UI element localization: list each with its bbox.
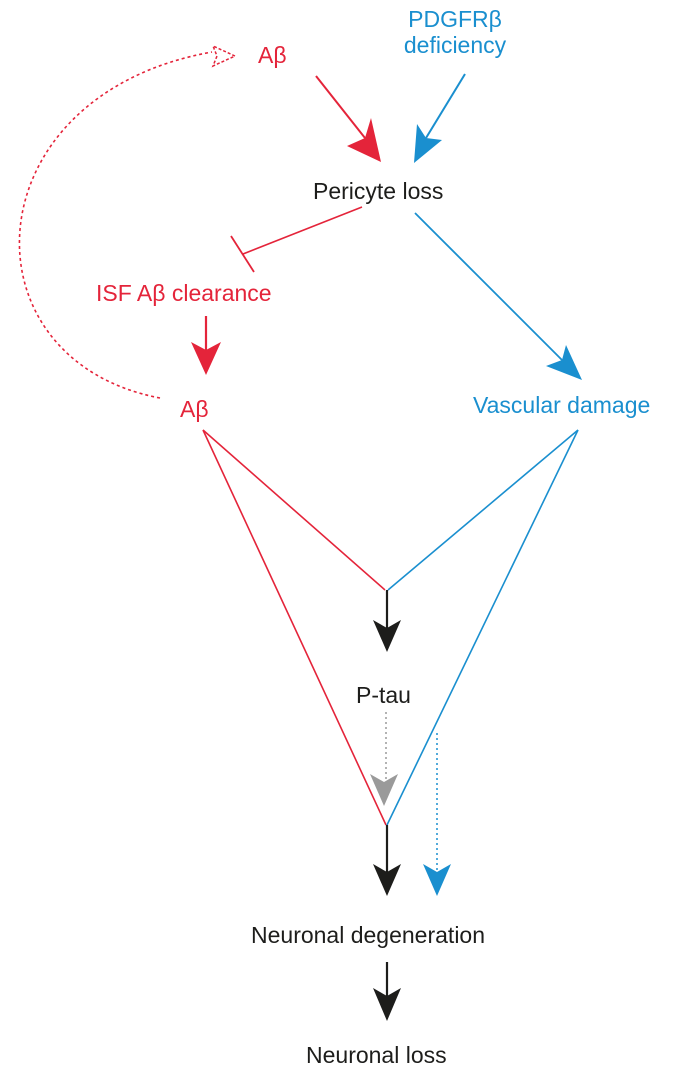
abeta-to-degeneration-line xyxy=(202,429,387,826)
vascular-to-ptau-line xyxy=(387,429,579,591)
pdgfrb-line2: deficiency xyxy=(403,32,507,58)
abeta-to-ptau-line xyxy=(202,429,386,591)
ptau-to-degeneration-arrowhead xyxy=(370,774,398,806)
abeta-to-pericyte-arrowhead xyxy=(347,118,381,162)
vascular-dotted-arrowhead xyxy=(423,864,451,896)
pdgfrb-to-pericyte-arrow xyxy=(425,73,466,139)
vascular-damage-label: Vascular damage xyxy=(473,392,651,418)
neuronal-degeneration-label: Neuronal degeneration xyxy=(251,922,486,948)
pericyte-to-vascular-arrow xyxy=(414,212,563,361)
vascular-to-degeneration-line xyxy=(386,429,579,826)
ptau-label: P-tau xyxy=(356,682,411,708)
clearance-to-abeta-arrowhead xyxy=(191,342,221,375)
inhibition-bar xyxy=(230,235,255,273)
degeneration-to-loss-arrowhead xyxy=(373,988,401,1021)
converge-to-degeneration-arrowhead xyxy=(373,864,401,896)
pericyte-inhibits-clearance-line xyxy=(242,206,363,255)
abeta-top-label: Aβ xyxy=(258,42,287,68)
converge-to-ptau-arrowhead xyxy=(373,620,401,652)
feedback-loop-arrow xyxy=(18,51,213,399)
pdgfrb-deficiency-label: PDGFRβ deficiency xyxy=(385,6,525,58)
feedback-loop-arrowhead xyxy=(211,44,237,68)
pdgfrb-line1: PDGFRβ xyxy=(408,6,502,32)
abeta-mid-label: Aβ xyxy=(180,396,209,422)
abeta-to-pericyte-arrow xyxy=(315,75,366,139)
pericyte-to-vascular-arrowhead xyxy=(546,345,582,380)
pdgfrb-to-pericyte-arrowhead xyxy=(414,124,442,163)
pericyte-loss-label: Pericyte loss xyxy=(313,178,444,204)
isf-clearance-label: ISF Aβ clearance xyxy=(96,280,272,306)
neuronal-loss-label: Neuronal loss xyxy=(306,1042,447,1068)
